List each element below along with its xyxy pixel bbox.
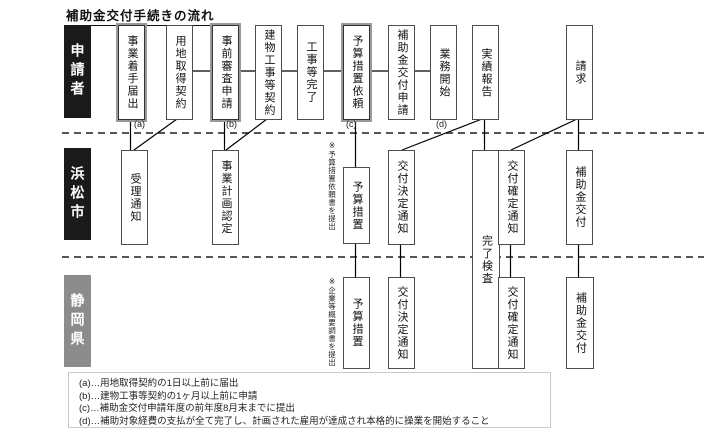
marker-d: (d) bbox=[436, 119, 447, 129]
footnote-b: (b)…建物工事等契約の1ヶ月以上前に申請 bbox=[79, 390, 258, 402]
node-label: 交付確定通知 bbox=[506, 160, 518, 235]
node-operation-start: 業務開始 bbox=[430, 25, 457, 120]
node-label: 交付確定通知 bbox=[506, 285, 518, 361]
lane-label-applicant: 申請者 bbox=[64, 25, 91, 118]
node-pref-grant-confirmation-notice: 交付確定通知 bbox=[498, 277, 525, 369]
lane-label-text: 申請者 bbox=[69, 43, 86, 100]
node-completion-inspection: 完了検査 bbox=[472, 150, 500, 369]
node-payment-claim: 請求 bbox=[566, 25, 593, 120]
node-label: 予算措置 bbox=[351, 180, 363, 231]
node-performance-report: 実績報告 bbox=[472, 25, 499, 120]
node-label: 補助金交付 bbox=[574, 291, 587, 355]
lane-label-text: 浜松市 bbox=[69, 165, 86, 223]
footnote-a: (a)…用地取得契約の1日以上前に届出 bbox=[79, 378, 239, 389]
node-pref-grant-decision-notice: 交付決定通知 bbox=[388, 277, 415, 369]
node-label: 実績報告 bbox=[480, 47, 492, 98]
node-label: 交付決定通知 bbox=[396, 285, 408, 361]
node-subsidy-grant-application: 補助金交付申請 bbox=[388, 25, 415, 120]
footnotes-box: (a)…用地取得契約の1日以上前に届出 (b)…建物工事等契約の1ヶ月以上前に申… bbox=[68, 372, 551, 428]
node-label: 工事等完了 bbox=[305, 41, 317, 104]
edge-citydecision-to-report bbox=[401, 118, 483, 151]
node-project-start-notification: 事業着手届出 bbox=[118, 25, 145, 120]
edge-acceptance-to-land bbox=[133, 118, 178, 151]
node-budget-measure-request: 予算措置依頼 bbox=[343, 25, 370, 120]
node-label: 完了検査 bbox=[480, 234, 493, 285]
footnote-c: (c)…補助金交付申請年度の前年度8月末までに提出 bbox=[79, 403, 295, 415]
node-label: 予算措置 bbox=[351, 298, 363, 348]
node-label: 受理通知 bbox=[129, 172, 141, 223]
node-land-acquisition-contract: 用地取得契約 bbox=[166, 25, 193, 120]
node-label: 建物工事等契約 bbox=[263, 28, 275, 117]
node-city-grant-confirmation-notice: 交付確定通知 bbox=[498, 150, 525, 245]
node-preliminary-review-application: 事前審査申請 bbox=[212, 25, 239, 120]
node-pref-budget-measure: 予算措置 bbox=[343, 277, 370, 369]
city-budget-note: ※予算措置依頼書を提出 bbox=[327, 141, 337, 231]
node-city-subsidy-payment: 補助金交付 bbox=[566, 150, 593, 245]
lane-label-text: 静岡県 bbox=[69, 292, 86, 350]
footnote-d: (d)…補助対象経費の支払が全て完了し、計画された雇用が達成され本格的に操業を開… bbox=[79, 415, 490, 427]
node-label: 業務開始 bbox=[438, 47, 450, 98]
lane-label-city: 浜松市 bbox=[64, 148, 91, 240]
node-building-construction-contract: 建物工事等契約 bbox=[255, 25, 282, 120]
node-city-business-plan-certification: 事業計画認定 bbox=[212, 150, 239, 245]
node-label: 用地取得契約 bbox=[174, 35, 186, 110]
lane-divider-2 bbox=[62, 256, 704, 258]
node-construction-completion: 工事等完了 bbox=[297, 25, 324, 120]
node-label: 予算措置依頼 bbox=[351, 35, 363, 110]
node-label: 事業着手届出 bbox=[126, 35, 138, 110]
node-city-grant-decision-notice: 交付決定通知 bbox=[388, 150, 415, 245]
node-label: 補助金交付申請 bbox=[396, 28, 408, 117]
node-label: 補助金交付 bbox=[574, 166, 586, 229]
edge-plancert-to-building bbox=[225, 118, 268, 151]
edge-cityconfirm-to-claim bbox=[510, 118, 578, 151]
node-label: 事前審査申請 bbox=[220, 35, 232, 110]
node-label: 事業計画認定 bbox=[220, 160, 232, 235]
marker-b: (b) bbox=[226, 119, 237, 129]
node-pref-subsidy-payment: 補助金交付 bbox=[566, 277, 594, 369]
pref-budget-note: ※企業等概要調書を提出 bbox=[327, 277, 337, 367]
node-label: 請求 bbox=[574, 60, 586, 85]
node-city-budget-measure: 予算措置 bbox=[343, 167, 370, 244]
marker-c: (c) bbox=[346, 119, 357, 129]
node-city-acceptance-notice: 受理通知 bbox=[121, 150, 148, 245]
marker-a: (a) bbox=[134, 119, 145, 129]
lane-label-prefecture: 静岡県 bbox=[64, 275, 91, 367]
node-label: 交付決定通知 bbox=[396, 160, 408, 235]
lane-divider-1 bbox=[62, 132, 704, 134]
